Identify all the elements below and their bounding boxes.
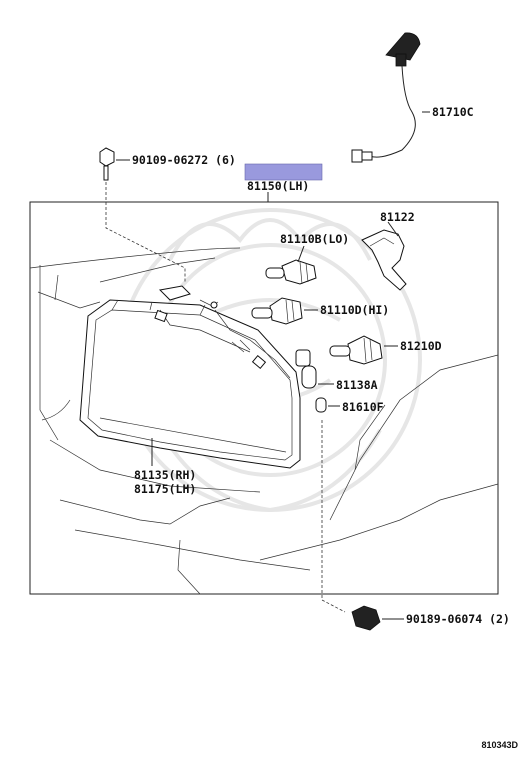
label-bulb-small: 81138A <box>336 378 378 392</box>
reference-code: 810343D <box>481 740 518 750</box>
label-socket-cover: 81122 <box>380 210 415 224</box>
highlight-box <box>244 163 323 181</box>
label-antenna: 81710C <box>432 105 474 119</box>
bulb-hi-part <box>251 297 318 325</box>
bulb-fog-part <box>329 335 398 365</box>
label-bulb-wedge: 81610F <box>342 400 384 414</box>
car-body-outline <box>29 247 499 595</box>
assembly-frame <box>29 201 499 595</box>
bolt-part <box>99 147 186 282</box>
bulb-wedge-part <box>315 397 340 413</box>
label-lens-lh: 81175(LH) <box>134 482 196 496</box>
watermark-emblem <box>118 208 422 513</box>
nut-part <box>321 420 404 631</box>
antenna-part <box>351 32 430 163</box>
label-bulb-fog: 81210D <box>400 339 442 353</box>
socket-cover-part <box>361 221 407 291</box>
label-bolt: 90109-06272 (6) <box>132 153 236 167</box>
bulb-lo-part <box>265 245 317 285</box>
label-bulb-lo: 81110B(LO) <box>280 232 349 246</box>
label-lens-rh: 81135(RH) <box>134 468 196 482</box>
headlamp-housing <box>79 285 301 469</box>
label-assembly: 81150(LH) <box>247 179 309 193</box>
label-bulb-hi: 81110D(HI) <box>320 303 389 317</box>
label-nut: 90189-06074 (2) <box>406 612 510 626</box>
bulb-small-part <box>295 349 334 389</box>
